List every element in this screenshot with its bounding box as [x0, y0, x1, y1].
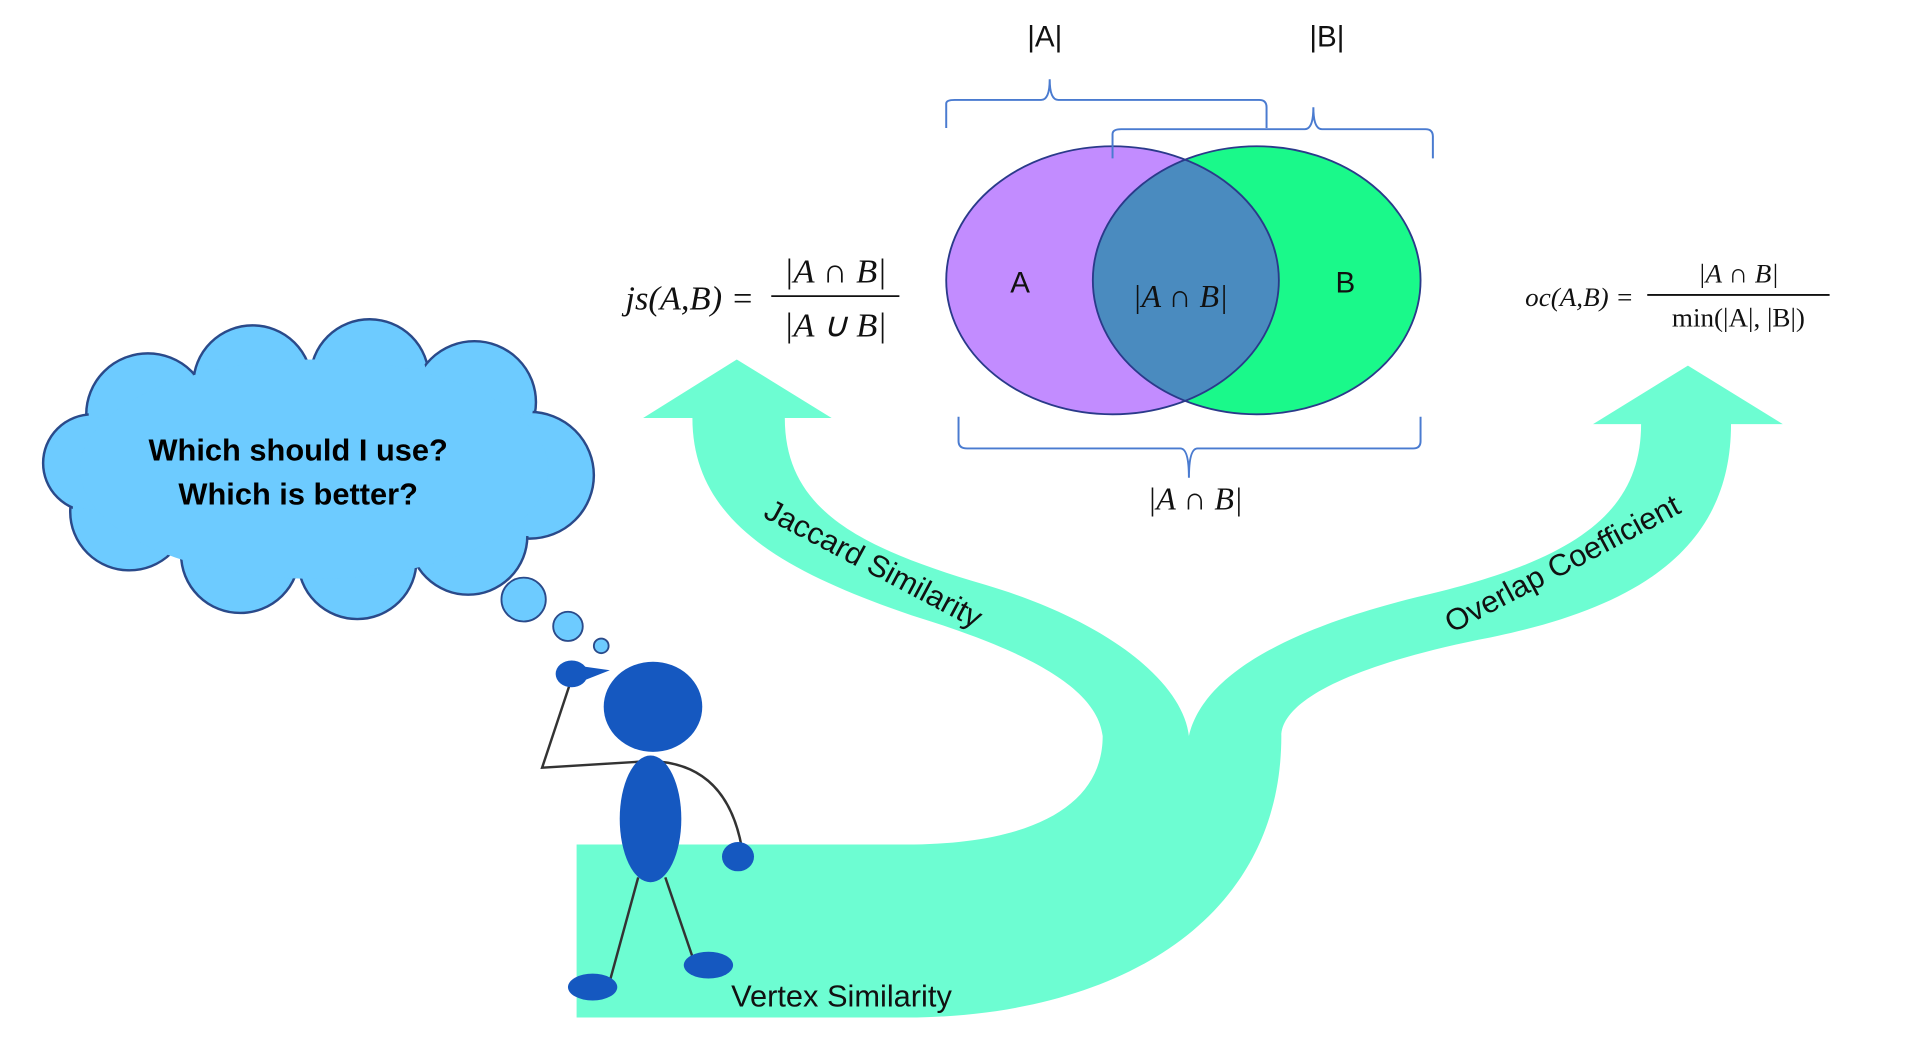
jaccard-lhs: js(A,B) =	[621, 280, 754, 318]
body	[619, 755, 682, 883]
jaccard-denominator: |A ∪ B|	[784, 306, 887, 344]
right-foot	[683, 951, 734, 979]
thinking-figure	[540, 660, 755, 1001]
overlap-denominator: min(|A|, |B|)	[1672, 303, 1805, 333]
jaccard-formula: js(A,B) = |A ∩ B| |A ∪ B|	[621, 253, 900, 344]
intersection	[1092, 146, 1279, 415]
head	[603, 661, 703, 752]
overlap-lhs: oc(A,B) =	[1525, 282, 1634, 312]
vertex-similarity-label: Vertex Similarity	[731, 980, 952, 1014]
bracket-b-label: |B|	[1309, 20, 1344, 53]
intersection-label: |A ∩ B|	[1133, 279, 1228, 314]
set-a-label: A	[1010, 267, 1030, 300]
jaccard-arrow	[643, 359, 1189, 737]
similarity-arrows	[576, 359, 1783, 1018]
overlap-numerator: |A ∩ B|	[1698, 259, 1779, 289]
bracket-b	[1111, 107, 1434, 159]
thought-cloud: Which should I use? Which is better?	[41, 318, 610, 655]
bracket-a-label: |A|	[1027, 20, 1062, 53]
thought-bubble	[552, 610, 584, 642]
venn-diagram: A B |A ∩ B| |A| |B| |A ∩ B|	[945, 20, 1434, 517]
thought-line-1: Which should I use?	[148, 434, 447, 468]
set-b-label: B	[1336, 267, 1356, 300]
thought-bubble	[500, 576, 547, 623]
bracket-bottom	[957, 416, 1422, 478]
trunk-arrow	[576, 736, 1282, 1018]
left-foot	[567, 973, 618, 1001]
jaccard-numerator: |A ∩ B|	[784, 253, 887, 291]
bracket-bottom-label: |A ∩ B|	[1147, 482, 1242, 517]
right-hand	[721, 842, 755, 872]
overlap-formula: oc(A,B) = |A ∩ B| min(|A|, |B|)	[1525, 259, 1830, 333]
thought-bubble	[592, 637, 610, 655]
thought-line-2: Which is better?	[178, 478, 418, 512]
bracket-a	[945, 79, 1268, 128]
overlap-arrow	[1188, 365, 1783, 737]
